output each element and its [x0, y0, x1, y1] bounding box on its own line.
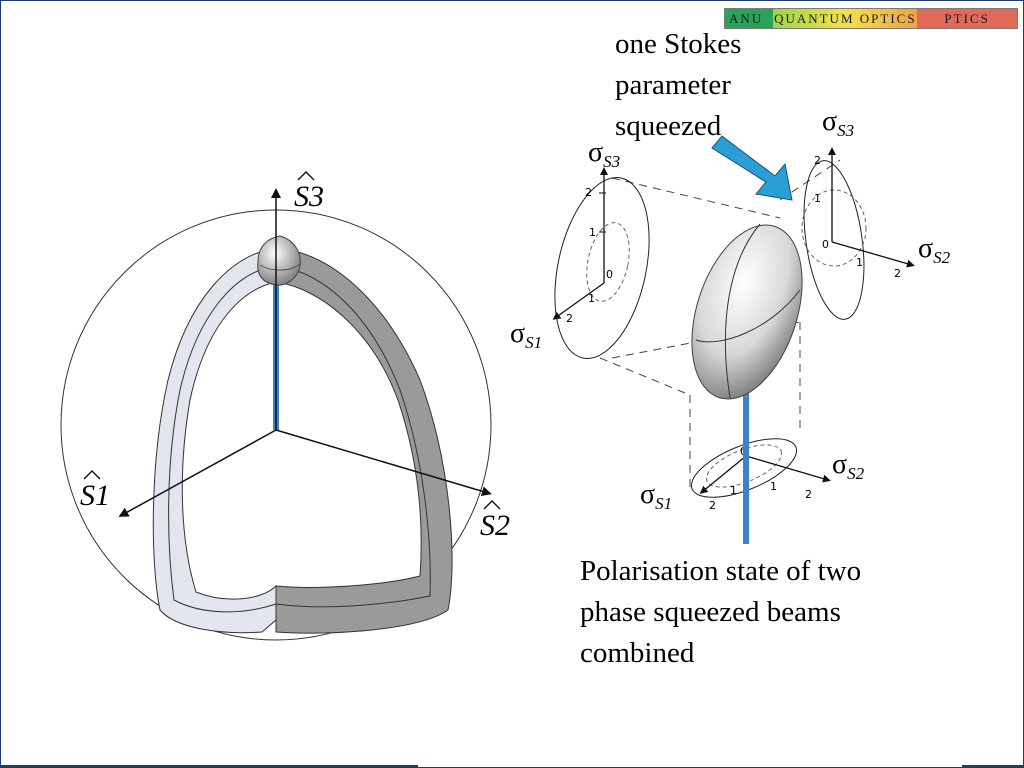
tick-label: 0 [606, 268, 613, 281]
label-s3: S3 [294, 180, 324, 213]
right-label-s2: σS2 [918, 233, 951, 267]
light-band-inner-line [168, 265, 277, 613]
anu-quantum-optics-logo: ANU QUANTUM OPTICS PTICS [724, 8, 1018, 29]
axis-s2 [275, 429, 492, 497]
dark-band-inner-line [275, 265, 431, 608]
caption-line: Polarisation state of two [580, 555, 862, 587]
caption-one-stokes: one Stokes parameter squeezed [615, 24, 741, 147]
projection-diagram: 1 2 0 1 2 σS3 σS1 2 1 0 1 2 σS3 σS2 0 1 … [510, 106, 951, 544]
left-axis-s1 [552, 282, 605, 320]
pointer-arrow [711, 135, 793, 201]
label-s1: S1 [80, 479, 110, 512]
logo-ptics: PTICS [917, 9, 1017, 28]
tick-label: 2 [566, 312, 573, 325]
caption-polarisation-state: Polarisation state of two phase squeezed… [580, 551, 861, 674]
tick-label: 1 [589, 226, 596, 239]
slide-bottom-bar-right [962, 765, 1024, 768]
tick-label: 1 [770, 480, 777, 493]
caption-line: phase squeezed beams [580, 596, 841, 628]
bottom-axis-s1 [699, 455, 747, 494]
squeezed-ellipsoid [691, 224, 803, 400]
left-label-s3: σS3 [588, 137, 620, 171]
state-cap [257, 235, 301, 286]
slide-bottom-bar-left [0, 765, 418, 768]
caption-line: parameter [615, 69, 731, 101]
bottom-label-s1: σS1 [640, 479, 672, 513]
caption-line: one Stokes [615, 28, 742, 60]
tick-label: 2 [814, 154, 821, 167]
tick-label: 2 [894, 267, 901, 280]
tick-label: 1 [856, 256, 863, 269]
left-projection-ellipse [554, 177, 650, 359]
logo-quantum-optics: QUANTUM OPTICS [773, 9, 918, 28]
right-projection-ellipse [803, 160, 865, 320]
left-label-s1: σS1 [510, 318, 542, 352]
bottom-axis-s2 [745, 455, 831, 483]
tick-label: 2 [709, 499, 716, 512]
bottom-label-s2: σS2 [832, 449, 865, 483]
logo-anu: ANU [725, 9, 774, 28]
tick-label: 2 [585, 186, 592, 199]
tick-label: 0 [822, 238, 829, 251]
tick-label: 2 [805, 488, 812, 501]
tick-label: 1 [814, 192, 821, 205]
label-s2: S2 [480, 509, 510, 542]
bottom-projection-ellipse [690, 438, 798, 498]
caption-line: combined [580, 637, 695, 669]
right-axis-s2 [831, 241, 915, 268]
light-band [152, 247, 277, 634]
axis-s1 [118, 429, 277, 517]
poincare-sphere: S3 S1 S2 [60, 171, 510, 641]
tick-label: 1 [730, 484, 737, 497]
tick-label: 1 [588, 292, 595, 305]
caption-line: squeezed [615, 110, 722, 142]
right-label-s3: σS3 [822, 106, 854, 140]
dark-band [275, 247, 453, 634]
